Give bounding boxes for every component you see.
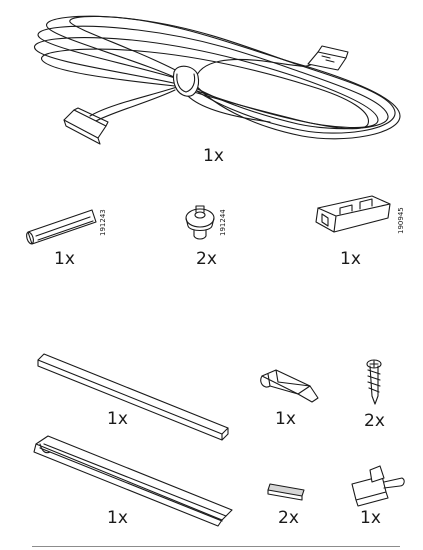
adhesive-pad-icon <box>267 483 305 501</box>
cap-icon <box>185 205 215 240</box>
dowel-icon <box>26 209 97 245</box>
clip-qty: 1x <box>360 508 381 528</box>
cap-code: 191244 <box>219 209 227 236</box>
cable-qty: 1x <box>203 146 224 166</box>
bit-qty: 1x <box>275 409 296 429</box>
flat-strip-icon <box>37 353 229 441</box>
connector-icon <box>315 195 391 233</box>
flat-strip-qty: 1x <box>107 409 128 429</box>
channel-qty: 1x <box>107 508 128 528</box>
cable-coil-icon <box>33 15 401 145</box>
connector-code: 190945 <box>397 207 405 234</box>
screwdriver-bit-icon <box>260 369 319 403</box>
pad-qty: 2x <box>278 508 299 528</box>
clip-icon <box>351 465 405 507</box>
cap-qty: 2x <box>196 249 217 269</box>
screw-icon <box>366 359 382 405</box>
connector-qty: 1x <box>340 249 361 269</box>
dowel-code: 191243 <box>99 209 107 236</box>
bottom-divider <box>32 546 400 547</box>
screw-qty: 2x <box>364 411 385 431</box>
dowel-qty: 1x <box>54 249 75 269</box>
channel-icon <box>33 435 233 527</box>
